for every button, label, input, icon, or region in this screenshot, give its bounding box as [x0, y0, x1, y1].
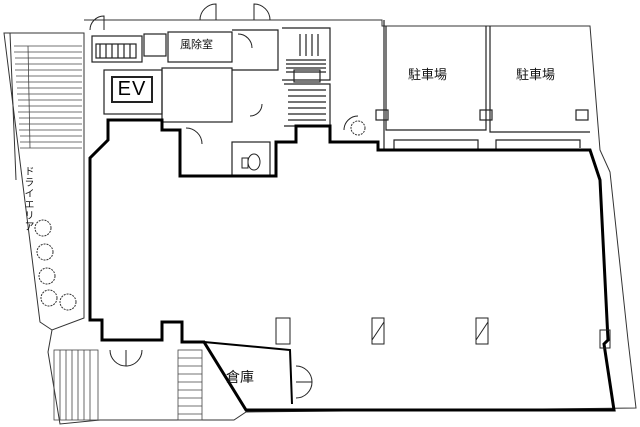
door-swings — [89, 3, 359, 399]
dry-area-label: ドライエリア — [22, 166, 33, 232]
dry-area-stairs — [14, 45, 82, 149]
lower-stairs — [53, 349, 203, 421]
storage-label: 倉庫 — [226, 369, 254, 385]
elevator-label: EV — [111, 76, 153, 103]
toilet-fixture — [241, 153, 261, 171]
columns — [275, 317, 611, 349]
parking-bays — [375, 20, 590, 151]
parking-label-1: 駐車場 — [408, 67, 448, 82]
main-wall — [88, 118, 616, 412]
vestibule-label: 風除室 — [180, 39, 213, 51]
storage-room — [203, 341, 293, 405]
parking-label-2: 駐車場 — [516, 67, 556, 82]
outer-boundary — [3, 19, 637, 425]
elevator-text: EV — [117, 78, 147, 100]
planting-circles — [34, 120, 366, 311]
upper-rooms — [91, 27, 331, 177]
